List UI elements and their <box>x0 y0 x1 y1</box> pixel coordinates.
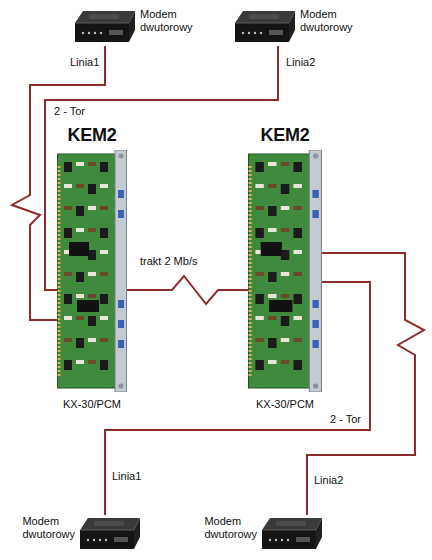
line-label: Linia2 <box>284 56 317 69</box>
modem-node: Modem dwutorowy <box>80 515 140 553</box>
line-connector <box>105 282 370 515</box>
line-connector <box>127 276 248 304</box>
modem-node: Modem dwutorowy <box>75 8 135 46</box>
line-label: trakt 2 Mb/s <box>138 255 199 268</box>
modem-icon <box>235 8 295 46</box>
modem-label: Modem dwutorowy <box>22 515 75 540</box>
modem-node: Modem dwutorowy <box>235 8 295 46</box>
modem-icon <box>262 515 322 553</box>
card-title: KEM2 <box>68 125 117 146</box>
line-label: Linia1 <box>68 56 101 69</box>
card-type: KX-30/PCM <box>256 398 314 411</box>
pcm-card: KEM2KX-30/PCM <box>57 150 127 392</box>
pair-label: 2 - Tor <box>328 413 363 426</box>
modem-node: Modem dwutorowy <box>262 515 322 553</box>
line-label: Linia1 <box>110 470 143 483</box>
line-connector <box>307 253 424 515</box>
modem-label: Modem dwutorowy <box>204 515 257 540</box>
modem-label: Modem dwutorowy <box>140 8 193 33</box>
modem-label: Modem dwutorowy <box>300 8 353 33</box>
modem-icon <box>75 8 135 46</box>
pcb-card <box>248 150 322 392</box>
pair-label: 2 - Tor <box>52 105 87 118</box>
pcb-card <box>57 150 127 392</box>
modem-icon <box>80 515 140 553</box>
card-title: KEM2 <box>261 125 310 146</box>
line-label: Linia2 <box>312 474 345 487</box>
card-type: KX-30/PCM <box>63 398 121 411</box>
pcm-card: KEM2KX-30/PCM <box>248 150 322 392</box>
